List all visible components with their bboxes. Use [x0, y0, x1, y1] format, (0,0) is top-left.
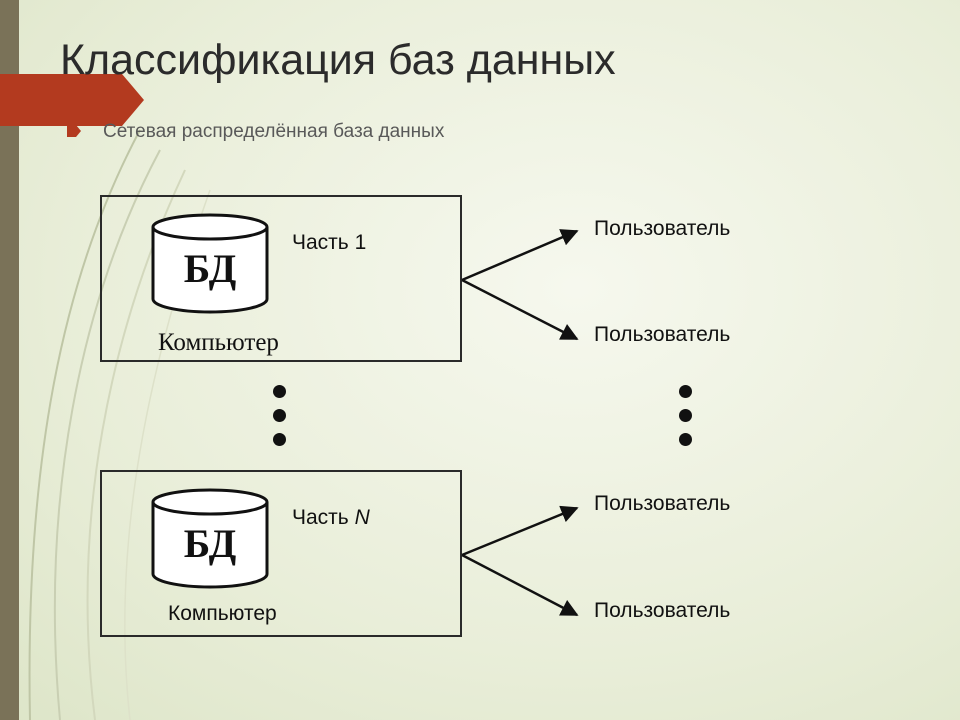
part-prefix: Часть [292, 506, 355, 529]
arrow-to-user-2 [461, 278, 579, 341]
accent-tab [0, 74, 144, 126]
part-number: N [354, 506, 370, 529]
database-label: БД [183, 521, 237, 566]
user-label-4: Пользователь [594, 599, 731, 622]
arrow-to-user-3 [461, 505, 579, 557]
bullet-text: Сетевая распределённая база данных [103, 121, 445, 142]
bullet-arrow-icon [67, 125, 81, 137]
part-prefix: Часть [292, 231, 355, 254]
part-number: 1 [354, 231, 367, 254]
arrow-to-user-1 [461, 229, 579, 282]
part-label-1: Часть 1 [292, 231, 366, 255]
computer-label-n: Компьютер [168, 602, 277, 625]
ellipsis-dots-icon [679, 385, 693, 447]
part-label-n: Часть N [292, 506, 370, 530]
computer-box-1: БД Часть 1 Компьютер [100, 195, 462, 362]
user-label-2: Пользователь [594, 323, 731, 346]
database-label: БД [183, 246, 237, 291]
database-cylinder-icon [151, 488, 269, 589]
user-label-1: Пользователь [594, 217, 731, 240]
computer-box-n: БД Часть N Компьютер [100, 470, 462, 637]
user-label-3: Пользователь [594, 492, 731, 515]
left-side-bar [0, 0, 19, 720]
database-cylinder-icon [151, 213, 269, 314]
computer-label-1: Компьютер [158, 329, 279, 356]
ellipsis-dots-icon [273, 385, 287, 447]
arrow-to-user-4 [461, 553, 579, 617]
page-title: Классификация баз данных [60, 36, 616, 84]
